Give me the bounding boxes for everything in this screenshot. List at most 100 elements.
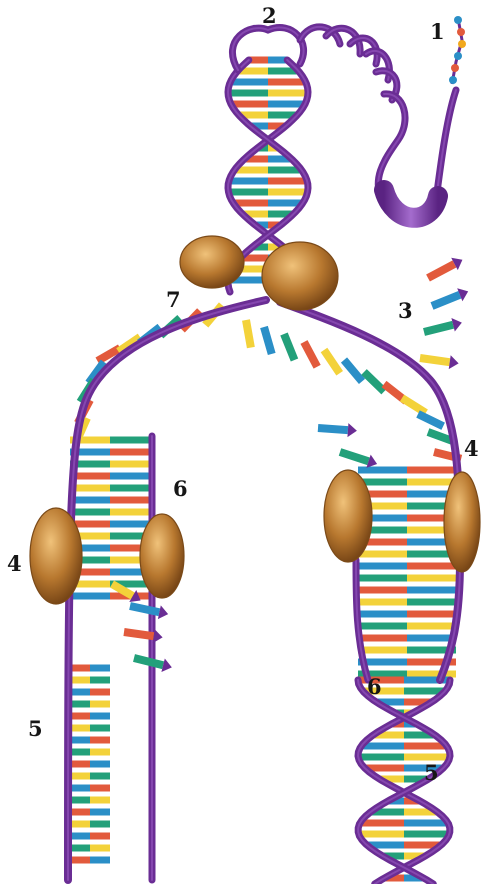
base bbox=[70, 857, 90, 864]
base bbox=[70, 785, 90, 792]
base-complement bbox=[407, 467, 456, 474]
base bbox=[416, 410, 445, 429]
strand-bead bbox=[454, 16, 462, 24]
base bbox=[431, 291, 462, 310]
base bbox=[229, 178, 268, 185]
phosphate bbox=[451, 316, 463, 332]
base bbox=[358, 599, 407, 606]
base-complement bbox=[90, 749, 110, 756]
base bbox=[358, 647, 407, 654]
base bbox=[70, 509, 110, 516]
label-2: 2 bbox=[262, 5, 277, 26]
base bbox=[341, 357, 365, 384]
polymerase-right-lobe bbox=[324, 470, 372, 562]
base-complement bbox=[110, 521, 150, 528]
base-complement bbox=[110, 497, 150, 504]
label-1: 1 bbox=[430, 21, 445, 42]
base bbox=[70, 701, 90, 708]
unpaired-base bbox=[341, 357, 365, 384]
base bbox=[359, 831, 404, 838]
label-7: 7 bbox=[166, 289, 181, 310]
base-complement bbox=[90, 665, 110, 672]
base bbox=[318, 424, 348, 434]
base bbox=[70, 593, 110, 600]
free-nucleotide bbox=[318, 421, 358, 438]
base-complement bbox=[90, 797, 110, 804]
free-nucleotide bbox=[429, 285, 470, 313]
base bbox=[419, 354, 450, 366]
strand-bead bbox=[451, 64, 459, 72]
base-complement bbox=[90, 821, 110, 828]
base-complement bbox=[407, 575, 456, 582]
strand-bead bbox=[449, 76, 457, 84]
base-complement bbox=[90, 809, 110, 816]
strand-tail bbox=[384, 190, 438, 218]
base-complement bbox=[90, 713, 110, 720]
short-strand bbox=[452, 18, 462, 84]
label-4-left: 4 bbox=[7, 553, 22, 574]
base bbox=[321, 348, 343, 376]
base bbox=[70, 677, 90, 684]
base bbox=[358, 563, 407, 570]
unpaired-base bbox=[260, 326, 275, 355]
free-nucleotide bbox=[422, 316, 463, 339]
base bbox=[228, 189, 268, 196]
base-complement bbox=[268, 90, 308, 97]
free-nucleotide bbox=[123, 625, 164, 644]
base-complement bbox=[407, 479, 456, 486]
base-complement bbox=[90, 833, 110, 840]
base-complement bbox=[407, 671, 456, 678]
base-complement bbox=[90, 725, 110, 732]
base bbox=[300, 340, 320, 368]
base bbox=[358, 611, 407, 618]
base bbox=[70, 797, 90, 804]
base bbox=[358, 551, 407, 558]
label-5-left: 5 bbox=[28, 718, 43, 739]
base bbox=[70, 821, 90, 828]
base bbox=[339, 448, 370, 465]
base-complement bbox=[268, 79, 306, 86]
base-complement bbox=[90, 689, 110, 696]
base-complement bbox=[110, 485, 150, 492]
strand-bead bbox=[458, 40, 466, 48]
label-3: 3 bbox=[398, 300, 413, 321]
phosphate bbox=[449, 355, 460, 370]
base bbox=[70, 497, 110, 504]
free-nucleotide bbox=[419, 351, 460, 370]
base bbox=[70, 713, 90, 720]
base bbox=[230, 79, 268, 86]
base-complement bbox=[268, 189, 308, 196]
polymerase-left-lobe-2 bbox=[140, 514, 184, 598]
base bbox=[70, 749, 90, 756]
base bbox=[358, 754, 404, 761]
base-complement bbox=[90, 761, 110, 768]
base bbox=[70, 737, 90, 744]
polymerase-right-lobe-2 bbox=[444, 472, 480, 572]
base-complement bbox=[407, 611, 456, 618]
base bbox=[358, 635, 407, 642]
base bbox=[426, 260, 456, 281]
unpaired-base bbox=[280, 333, 298, 362]
base-complement bbox=[110, 509, 150, 516]
base-complement bbox=[268, 178, 307, 185]
helicase-left-lobe bbox=[180, 236, 244, 288]
label-4-right: 4 bbox=[464, 438, 479, 459]
polymerase-left-lobe bbox=[30, 508, 82, 604]
base-complement bbox=[90, 701, 110, 708]
base bbox=[70, 845, 90, 852]
phosphate bbox=[347, 423, 357, 438]
base-complement bbox=[90, 737, 110, 744]
base-complement bbox=[110, 449, 150, 456]
base bbox=[242, 319, 255, 348]
phosphate bbox=[161, 658, 173, 674]
base bbox=[361, 369, 387, 394]
base bbox=[260, 326, 275, 355]
base bbox=[231, 101, 268, 108]
label-6-left: 6 bbox=[173, 478, 188, 499]
unpaired-base bbox=[361, 369, 387, 394]
base bbox=[70, 773, 90, 780]
base bbox=[358, 623, 407, 630]
base bbox=[70, 689, 90, 696]
base-complement bbox=[404, 820, 448, 827]
